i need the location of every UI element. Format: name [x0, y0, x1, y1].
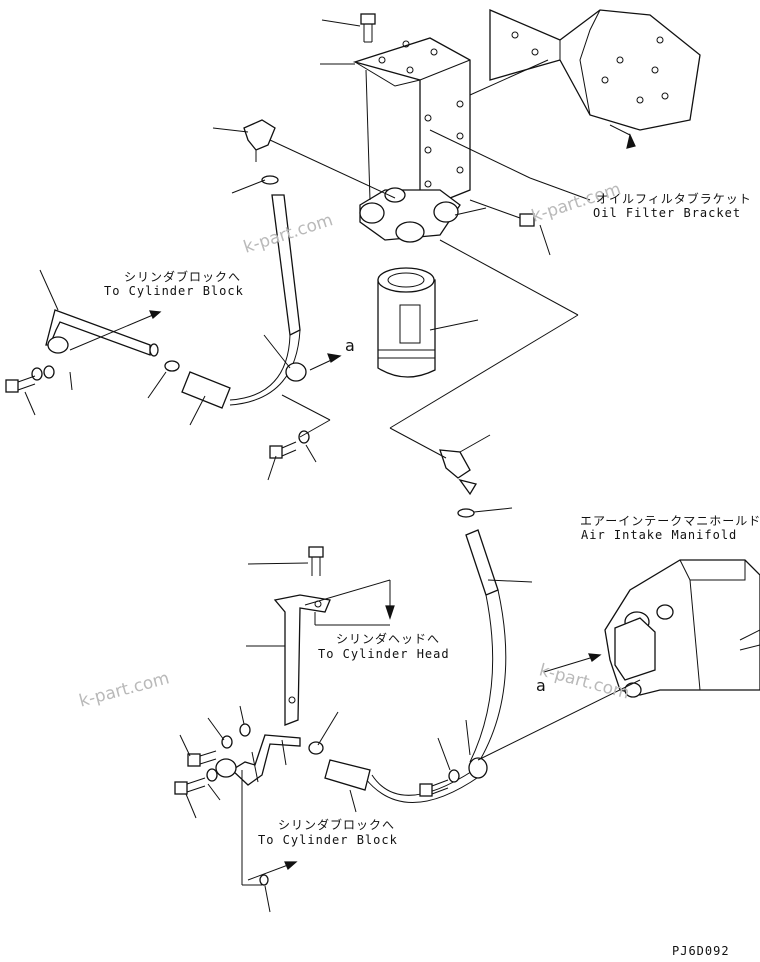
nut-bottom [308, 741, 324, 755]
oil-filter-bracket-label-en: Oil Filter Bracket [593, 206, 742, 220]
connection-a-top: a [345, 336, 355, 355]
hose-clamp-top [285, 362, 307, 382]
washer-middle [298, 430, 310, 444]
bolt-bottom-2 [174, 777, 206, 795]
nut-left [164, 360, 180, 372]
bolt-left [5, 375, 36, 393]
leader-lines [24, 19, 551, 913]
oil-filter-bracket-label-jp: オイルフィルタブラケット [596, 192, 752, 206]
to-cylinder-block-top-label-en: To Cylinder Block [104, 284, 244, 298]
air-intake-manifold-label-jp: エアーインテークマニホールド [580, 514, 760, 528]
to-cylinder-block-top-label-jp: シリンダブロックへ [124, 270, 242, 284]
lower-hose [364, 529, 507, 803]
arrowheads [149, 133, 636, 870]
bracket-bolt-top [360, 13, 376, 43]
bracket-bolt-bottom [308, 546, 324, 576]
pipe-to-cylinder-block-top [45, 309, 159, 357]
bolt-bottom-3 [419, 779, 449, 797]
drawing-code: PJ6D092 [672, 944, 730, 958]
air-intake-manifold [604, 559, 760, 698]
lower-bracket [273, 594, 331, 726]
hose-clamp-bottom [468, 757, 488, 779]
to-cylinder-block-bottom-label-jp: シリンダブロックへ [278, 818, 396, 832]
hose-sleeve-bottom [324, 759, 371, 791]
elbow-fitting-top [243, 119, 276, 162]
washer-left-1 [31, 367, 43, 381]
bolt-middle [269, 441, 297, 459]
oil-filter-cartridge [377, 267, 436, 378]
washer-top [261, 175, 279, 185]
washer-bottom-4 [259, 874, 269, 886]
upper-hose [229, 194, 301, 406]
oil-filter-head [359, 187, 461, 243]
oil-filter-bracket-plate [352, 37, 471, 211]
elbow-fitting-middle [439, 449, 478, 496]
washer-middle-2 [457, 508, 475, 518]
washer-bottom-2 [221, 735, 233, 749]
to-cylinder-block-bottom-label-en: To Cylinder Block [258, 833, 398, 847]
washer-bottom-1 [239, 723, 251, 737]
head-bolt [519, 213, 535, 227]
washer-bottom-5 [448, 769, 460, 783]
to-cylinder-head-label-en: To Cylinder Head [318, 647, 450, 661]
routing-lines [69, 59, 641, 886]
air-intake-manifold-label-en: Air Intake Manifold [581, 528, 738, 542]
pipe-to-cylinder-block-bottom [215, 734, 301, 786]
connection-a-bottom: a [536, 676, 546, 695]
washer-bottom-3 [206, 768, 218, 782]
bolt-bottom-1 [187, 750, 217, 767]
washer-left-2 [43, 365, 55, 379]
to-cylinder-head-label-jp: シリンダヘッドへ [336, 632, 441, 646]
hose-sleeve-top [181, 371, 231, 409]
oil-filter-bracket [489, 9, 701, 131]
